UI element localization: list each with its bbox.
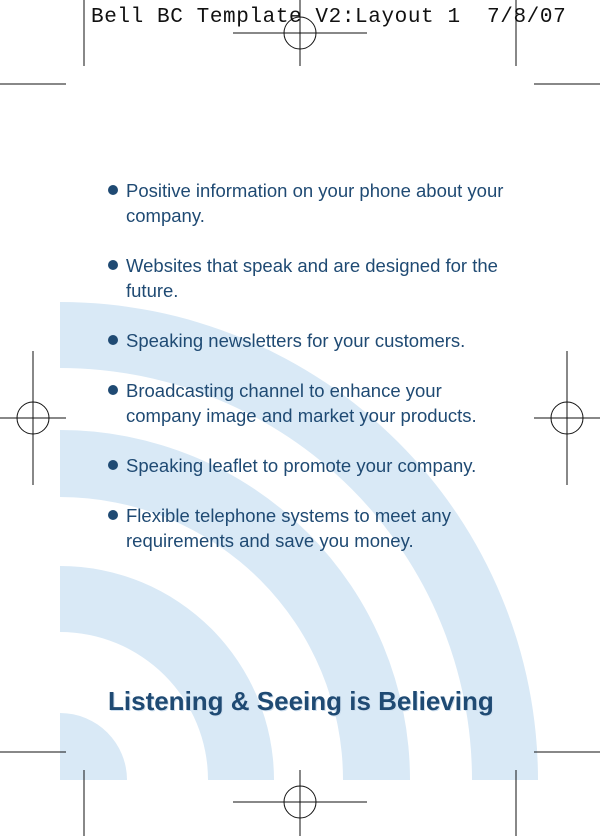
list-item: Speaking leaflet to promote your company… <box>108 453 508 478</box>
list-item-text: Flexible telephone systems to meet any r… <box>126 505 451 551</box>
signal-waves-icon <box>60 302 538 780</box>
bullet-icon <box>108 335 118 345</box>
tagline: Listening & Seeing is Believing <box>108 686 494 716</box>
crosshair-icon <box>0 351 66 485</box>
crosshair-icon <box>233 0 367 66</box>
list-item: Broadcasting channel to enhance your com… <box>108 378 508 428</box>
list-item: Websites that speak and are designed for… <box>108 253 508 303</box>
print-slug: Bell BC Template V2:Layout 1 7/8/07 <box>91 6 567 29</box>
bullet-icon <box>108 460 118 470</box>
crosshair-icon <box>534 351 600 485</box>
bullet-icon <box>108 385 118 395</box>
bullet-icon <box>108 260 118 270</box>
bullet-icon <box>108 185 118 195</box>
list-item: Flexible telephone systems to meet any r… <box>108 503 508 553</box>
list-item-text: Websites that speak and are designed for… <box>126 255 498 301</box>
crosshair-icon <box>233 770 367 836</box>
signal-wave-medium <box>60 430 410 780</box>
signal-wave-large <box>60 302 538 780</box>
list-item-text: Broadcasting channel to enhance your com… <box>126 380 477 426</box>
bullet-icon <box>108 510 118 520</box>
list-item-text: Speaking newsletters for your customers. <box>126 330 466 351</box>
signal-wave-small <box>60 566 274 780</box>
list-item-text: Speaking leaflet to promote your company… <box>126 455 477 476</box>
list-item: Speaking newsletters for your customers. <box>108 328 508 353</box>
signal-dot <box>60 713 127 780</box>
list-item: Positive information on your phone about… <box>108 178 508 228</box>
list-item-text: Positive information on your phone about… <box>126 180 504 226</box>
